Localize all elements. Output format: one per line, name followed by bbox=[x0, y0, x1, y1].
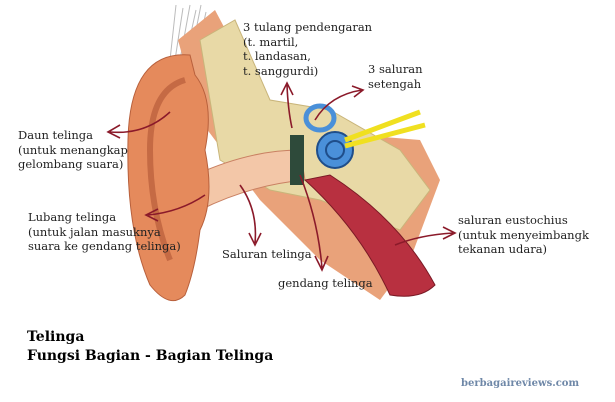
arrow-ear-hole bbox=[144, 194, 206, 222]
label-ear-canal: Saluran telinga bbox=[222, 247, 312, 261]
arrow-ear-canal bbox=[239, 184, 262, 247]
label-line: suara ke gendang telinga) bbox=[28, 239, 181, 253]
auricle bbox=[127, 54, 210, 302]
arrow-semicircular bbox=[314, 85, 365, 121]
label-line: (untuk jalan masuknya bbox=[28, 224, 161, 239]
label-line: tekanan udara) bbox=[458, 242, 548, 256]
label-auricle: Daun telinga (untuk menangkap gelombang … bbox=[18, 128, 128, 172]
label-line: (untuk menangkap bbox=[18, 142, 128, 157]
label-line: Lubang telinga bbox=[28, 210, 117, 224]
eardrum bbox=[290, 135, 304, 185]
label-semicircular: 3 saluran setengah bbox=[368, 62, 423, 91]
auricle-inner bbox=[146, 77, 186, 262]
label-line: Daun telinga bbox=[18, 128, 93, 142]
arrow-ossicles bbox=[280, 81, 294, 129]
caption-title: Telinga bbox=[27, 329, 85, 345]
label-line: t. sanggurdi) bbox=[243, 63, 319, 78]
label-line: gelombang suara) bbox=[18, 157, 124, 171]
eustachian-tube bbox=[303, 174, 436, 297]
label-line: t. landasan, bbox=[243, 49, 311, 63]
arrow-eustachian bbox=[394, 226, 457, 246]
label-line: (t. martil, bbox=[243, 34, 299, 49]
label-eardrum: gendang telinga bbox=[278, 276, 373, 290]
caption-subtitle: Fungsi Bagian - Bagian Telinga bbox=[27, 348, 274, 364]
label-line: saluran eustochius bbox=[458, 213, 568, 227]
arrow-eardrum bbox=[299, 174, 329, 272]
watermark: berbagaireviews.com bbox=[461, 378, 580, 389]
arrow-auricle bbox=[106, 111, 171, 139]
label-line: 3 tulang pendengaran bbox=[243, 20, 373, 34]
label-eustachian: saluran eustochius (untuk menyeimbangk t… bbox=[458, 213, 589, 257]
label-line: 3 saluran bbox=[368, 62, 423, 76]
semicircular-canals bbox=[303, 103, 337, 133]
auditory-nerve bbox=[344, 109, 426, 149]
pointer-arrows bbox=[106, 81, 457, 272]
label-ossicles: 3 tulang pendengaran (t. martil, t. land… bbox=[243, 20, 372, 78]
label-line: setengah bbox=[368, 76, 422, 91]
label-ear-hole: Lubang telinga (untuk jalan masuknya sua… bbox=[28, 210, 181, 254]
label-line: (untuk menyeimbangk bbox=[458, 227, 589, 242]
cochlea bbox=[316, 131, 354, 169]
